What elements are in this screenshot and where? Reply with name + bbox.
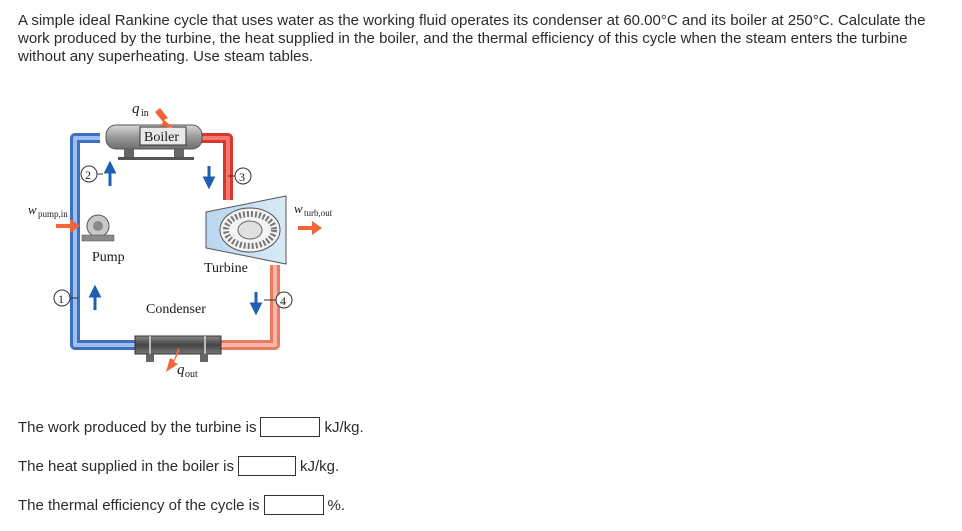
pipe-hot-right <box>200 133 233 200</box>
q-in-arrow <box>155 108 174 128</box>
state-2-label: 2 <box>85 168 91 182</box>
unit-label: kJ/kg. <box>324 418 364 436</box>
boiler-heat-answer-field[interactable] <box>237 456 296 476</box>
boiler-label: Boiler <box>144 130 179 145</box>
flow-arrow-down-3 <box>202 166 216 190</box>
turbine-label: Turbine <box>204 261 248 276</box>
q-out-subscript: out <box>185 369 198 380</box>
w-turb-label: w <box>294 201 303 216</box>
q-in-label: q <box>132 101 140 117</box>
problem-statement: A simple ideal Rankine cycle that uses w… <box>18 12 926 65</box>
w-pump-label: w <box>28 202 37 217</box>
state-4-label: 4 <box>280 294 286 308</box>
unit-label: kJ/kg. <box>299 457 340 475</box>
q-out-arrow <box>166 348 180 372</box>
w-turb-subscript: turb,out <box>304 208 333 218</box>
w-pump-arrow <box>56 219 80 233</box>
q-in-subscript: in <box>141 108 149 119</box>
state-3-label: 3 <box>239 170 245 184</box>
condenser-label: Condenser <box>146 302 206 317</box>
w-turb-arrow <box>298 221 322 235</box>
pipe-warm-bottom <box>218 265 280 350</box>
flow-arrow-down-4 <box>249 292 263 316</box>
unit-label: %. <box>327 496 346 514</box>
flow-arrow-up-2 <box>103 160 117 186</box>
question-thermal-efficiency: The thermal efficiency of the cycle is %… <box>18 495 345 515</box>
turbine-work-answer-field[interactable] <box>260 417 321 437</box>
pump-label: Pump <box>92 250 125 265</box>
question-text: The work produced by the turbine is <box>18 418 257 436</box>
boiler <box>105 124 203 160</box>
pump <box>81 214 115 242</box>
turbine <box>205 195 287 265</box>
pipe-cold-left <box>70 133 135 350</box>
state-3-marker <box>234 167 252 185</box>
efficiency-answer-field[interactable] <box>263 495 324 515</box>
question-boiler-heat: The heat supplied in the boiler is kJ/kg… <box>18 456 339 476</box>
w-pump-subscript: pump,in <box>38 209 68 219</box>
q-out-label: q <box>177 362 185 378</box>
flow-arrow-up-1 <box>88 284 102 310</box>
state-4-marker <box>275 291 293 309</box>
question-text: The thermal efficiency of the cycle is <box>18 496 260 514</box>
question-text: The heat supplied in the boiler is <box>18 457 234 475</box>
question-turbine-work: The work produced by the turbine is kJ/k… <box>18 417 364 437</box>
state-1-label: 1 <box>58 292 64 306</box>
